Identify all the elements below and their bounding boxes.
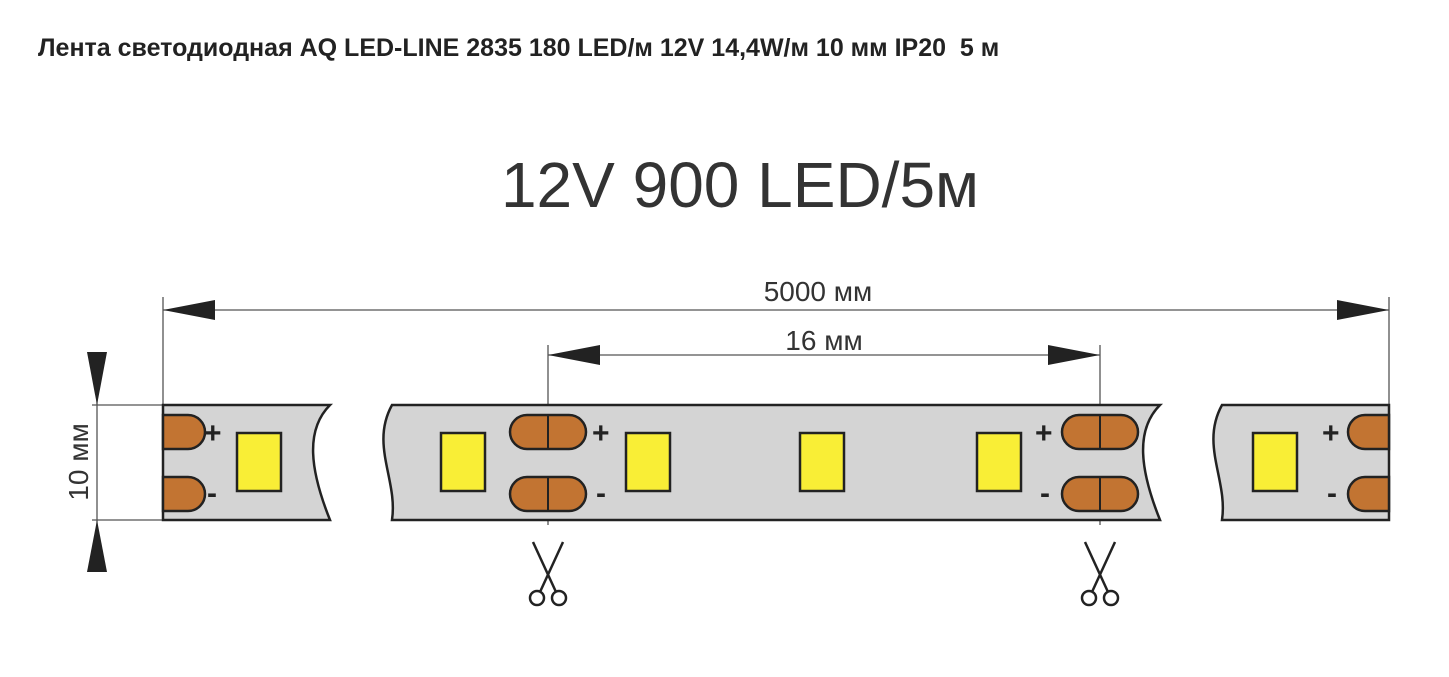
arrow-left-icon bbox=[548, 345, 600, 365]
scissors-icon bbox=[528, 541, 568, 607]
minus-label: - bbox=[207, 477, 217, 510]
led-chip bbox=[439, 431, 487, 493]
product-title: Лента светодиодная AQ LED-LINE 2835 180 … bbox=[38, 34, 1000, 62]
plus-pad bbox=[161, 413, 207, 451]
minus-pad bbox=[161, 475, 207, 513]
led-chip bbox=[975, 431, 1023, 493]
strip-segment-right: + - bbox=[1212, 403, 1391, 522]
plus-label: + bbox=[204, 417, 222, 450]
arrow-down-icon bbox=[87, 352, 107, 405]
led-chip bbox=[1251, 431, 1299, 493]
plus-label: + bbox=[1035, 417, 1053, 450]
minus-label: - bbox=[596, 477, 606, 510]
total-length-dimension: 5000 мм bbox=[163, 276, 1389, 320]
minus-pad bbox=[1346, 475, 1391, 513]
led-chip bbox=[624, 431, 672, 493]
plus-label: + bbox=[592, 417, 610, 450]
plus-label: + bbox=[1322, 417, 1340, 450]
led-chip bbox=[798, 431, 846, 493]
cut-interval-label: 16 мм bbox=[785, 325, 862, 356]
strip-segment-left: + - bbox=[161, 403, 334, 522]
cut-interval-dimension: 16 мм bbox=[548, 325, 1100, 365]
plus-pad bbox=[1346, 413, 1391, 451]
arrow-up-icon bbox=[87, 520, 107, 572]
minus-label: - bbox=[1327, 477, 1337, 510]
arrow-left-icon bbox=[163, 300, 215, 320]
diagram-heading: 12V 900 LED/5м bbox=[501, 149, 979, 221]
strip-segment-middle: + - + - bbox=[382, 403, 1164, 522]
width-label: 10 мм bbox=[63, 423, 94, 500]
led-chip bbox=[235, 431, 283, 493]
arrow-right-icon bbox=[1048, 345, 1100, 365]
minus-label: - bbox=[1040, 477, 1050, 510]
total-length-label: 5000 мм bbox=[764, 276, 873, 307]
scissors-icon bbox=[1080, 541, 1120, 607]
arrow-right-icon bbox=[1337, 300, 1389, 320]
width-dimension: 10 мм bbox=[63, 352, 107, 572]
